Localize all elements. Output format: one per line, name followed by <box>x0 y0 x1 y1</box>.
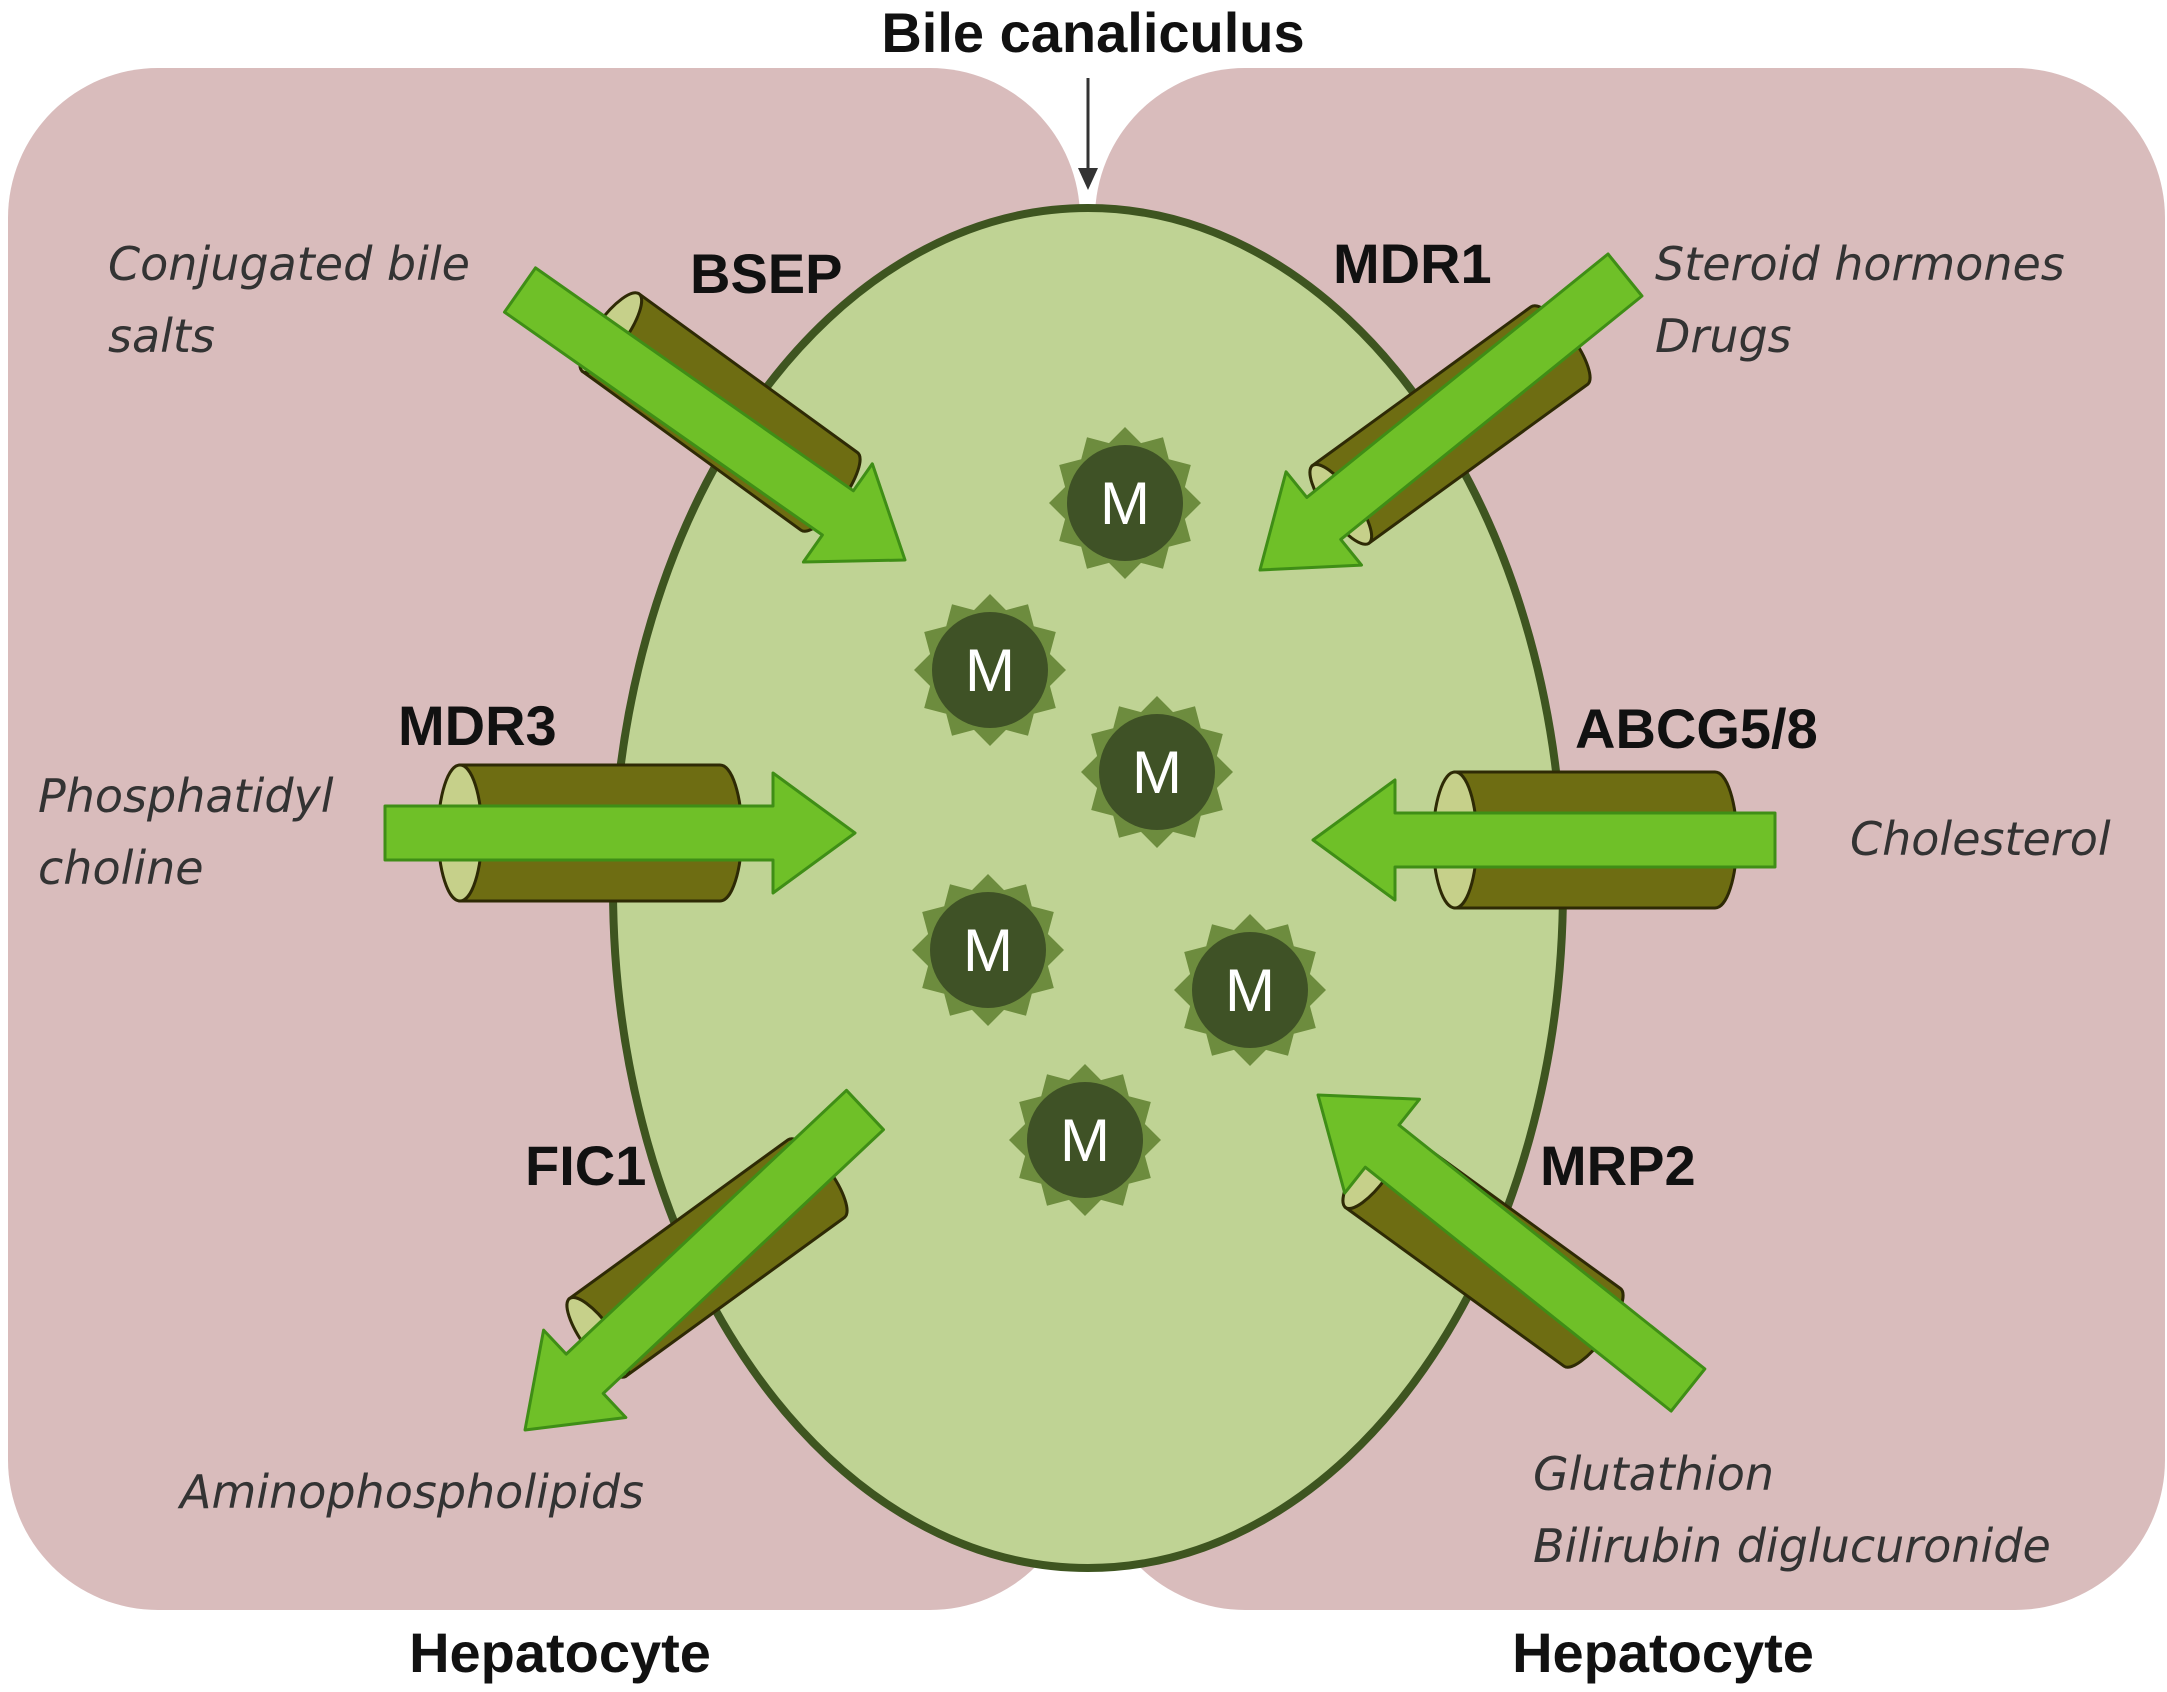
substrate-fic1-line1: Aminophospholipids <box>177 1465 644 1519</box>
substrate-bsep-line2: salts <box>108 309 215 363</box>
transporter-label-fic1: FIC1 <box>525 1134 646 1197</box>
microvillus: M <box>914 594 1066 746</box>
substrate-bsep-line1: Conjugated bile <box>108 237 470 291</box>
microvillus: M <box>1009 1064 1161 1216</box>
microvilli-layer: M M M M M M <box>912 427 1326 1216</box>
substrate-mdr3-line2: choline <box>38 841 204 895</box>
hepatocyte-label-left: Hepatocyte <box>409 1621 711 1684</box>
transporter-label-mdr1: MDR1 <box>1333 232 1492 295</box>
substrate-mdr1-line2: Drugs <box>1655 309 1792 363</box>
microvillus: M <box>1081 696 1233 848</box>
microvillus-label: M <box>1100 470 1150 537</box>
microvillus-label: M <box>965 637 1015 704</box>
diagram-title: Bile canaliculus <box>881 1 1304 64</box>
hepatocyte-label-right: Hepatocyte <box>1512 1621 1814 1684</box>
substrate-mrp2-line2: Bilirubin diglucuronide <box>1533 1519 2051 1573</box>
microvillus-label: M <box>963 917 1013 984</box>
transport-arrow-mdr1 <box>1258 252 1644 572</box>
microvillus: M <box>1049 427 1201 579</box>
microvillus: M <box>912 874 1064 1026</box>
microvillus-label: M <box>1132 739 1182 806</box>
transporter-label-mrp2: MRP2 <box>1540 1134 1696 1197</box>
substrate-mdr3-line1: Phosphatidyl <box>38 769 334 823</box>
arrow-layer <box>383 252 1777 1432</box>
microvillus-label: M <box>1225 957 1275 1024</box>
substrate-abcg5-8-line1: Cholesterol <box>1850 812 2111 866</box>
transport-arrow-bsep <box>502 266 907 564</box>
microvillus: M <box>1174 914 1326 1066</box>
substrate-mrp2-line1: Glutathion <box>1533 1447 1774 1501</box>
substrate-mdr1-line1: Steroid hormones <box>1655 237 2065 291</box>
transporter-label-bsep: BSEP <box>690 242 843 305</box>
transporter-label-abcg5-8: ABCG5/8 <box>1575 697 1818 760</box>
canaliculus-pointer-arrow <box>1078 78 1098 190</box>
transport-arrow-fic1 <box>523 1088 886 1432</box>
transport-arrow-mrp2 <box>1316 1093 1707 1413</box>
transport-arrow-abcg58 <box>1311 778 1777 902</box>
transporter-label-mdr3: MDR3 <box>398 694 557 757</box>
microvillus-label: M <box>1060 1107 1110 1174</box>
transport-arrow-mdr3 <box>383 771 857 895</box>
